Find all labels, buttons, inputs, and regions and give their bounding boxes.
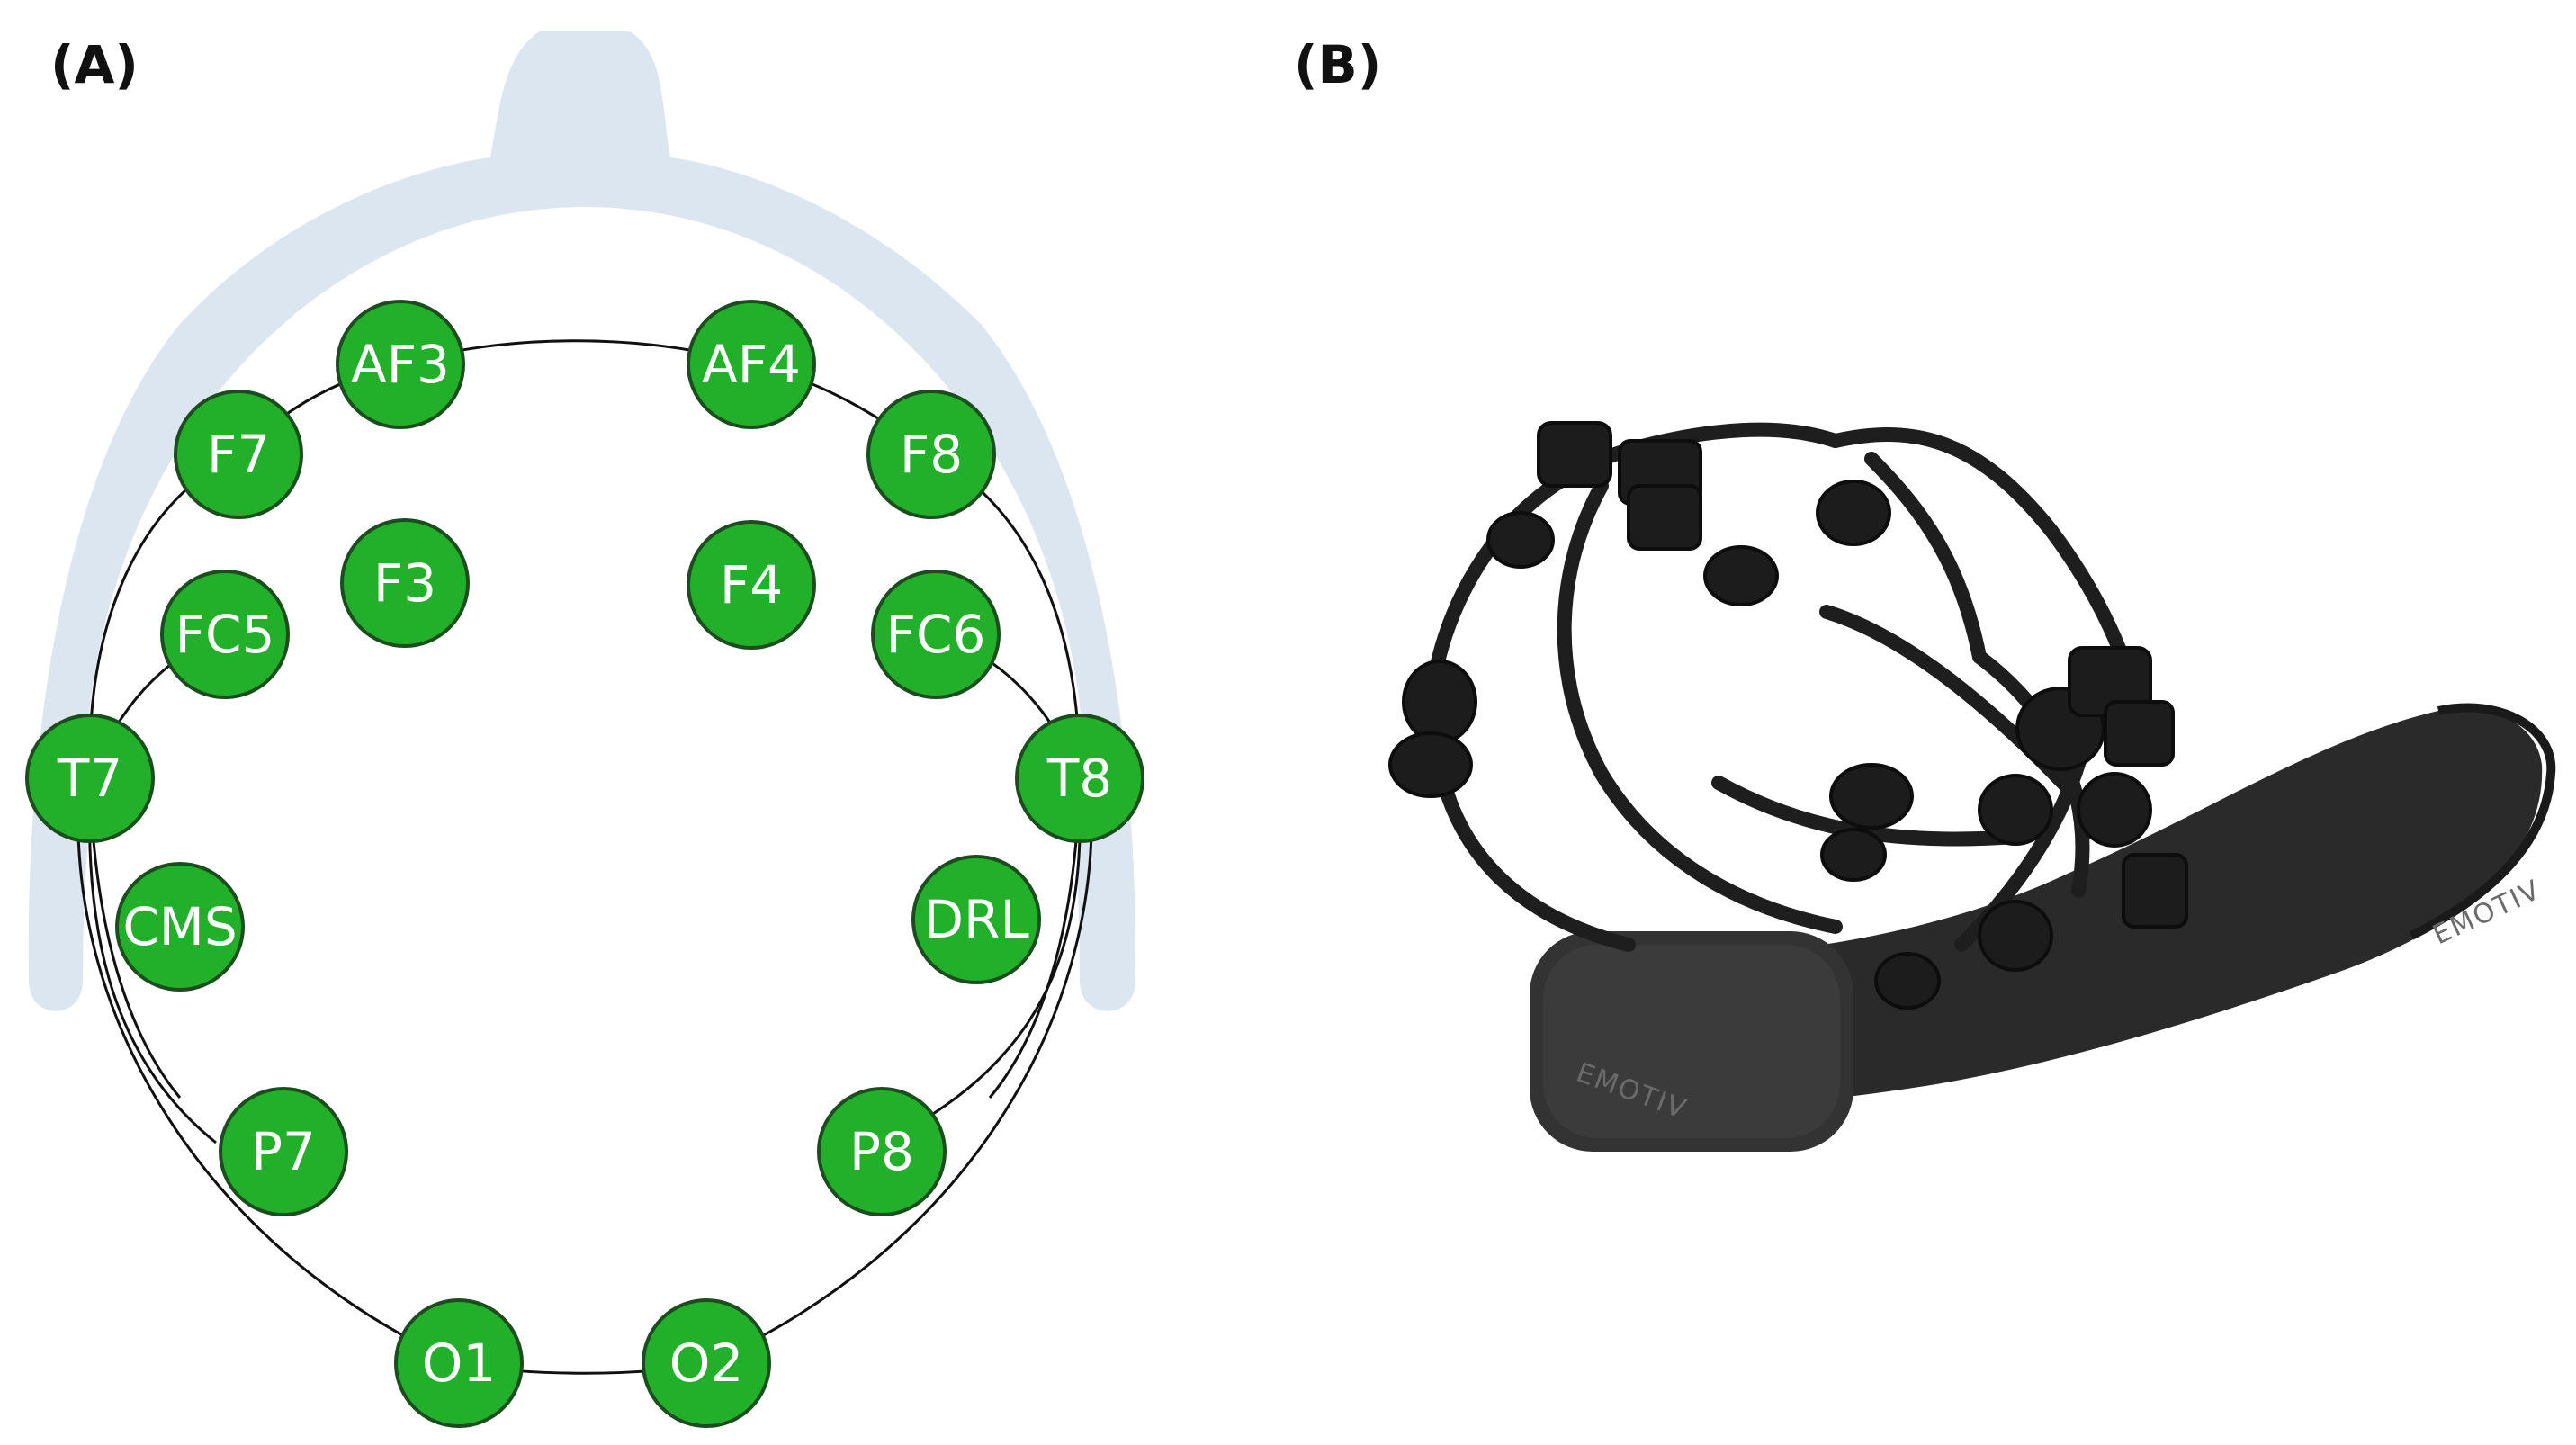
electrode-circle (817, 1087, 947, 1216)
head-silhouette (28, 31, 1136, 1011)
electrode-circle (340, 518, 470, 648)
electrode-drl: DRL (911, 855, 1041, 984)
electrode-circle (866, 390, 996, 519)
electrode-f8: F8 (866, 390, 996, 519)
electrode-label: P7 (251, 1121, 316, 1182)
sensor-pods (1388, 421, 2188, 1010)
headset-illustration: EMOTIV EMOTIV (1388, 421, 2556, 1152)
electrode-f4: F4 (687, 520, 816, 650)
panel-b-label: (B) (1294, 34, 1382, 95)
electrode-label: AF3 (351, 334, 450, 395)
electrode-label: P8 (849, 1121, 914, 1182)
electrode-label: FC6 (886, 604, 986, 665)
electrode-label: F7 (207, 424, 270, 485)
electrode-f3: F3 (340, 518, 470, 648)
electrode-circle (160, 570, 290, 699)
electrode-label: CMS (122, 896, 237, 957)
electrode-circle (25, 714, 155, 843)
head-inner (85, 207, 1084, 1359)
electrode-label: T8 (1046, 748, 1112, 809)
electrode-p7: P7 (219, 1087, 348, 1216)
sensor-arms (1423, 422, 2149, 952)
electrode-label: DRL (923, 889, 1028, 950)
electrode-fc6: FC6 (871, 570, 1001, 699)
electrode-t7: T7 (25, 714, 155, 843)
electrode-label: F4 (720, 554, 783, 615)
electrode-label: O1 (422, 1333, 497, 1394)
electrode-circle (1015, 714, 1144, 843)
electrode-circle (687, 520, 816, 650)
electrode-label: T7 (57, 748, 122, 809)
electrode-circle (219, 1087, 348, 1216)
electrode-circle (174, 390, 303, 519)
electrode-t8: T8 (1015, 714, 1144, 843)
electrode-circle (911, 855, 1041, 984)
panel-a-label: (A) (50, 34, 139, 95)
electrode-label: FC5 (175, 604, 275, 665)
electrode-p8: P8 (817, 1087, 947, 1216)
electrode-cms: CMS (115, 862, 245, 992)
electrode-circle (871, 570, 1001, 699)
electrode-fc5: FC5 (160, 570, 290, 699)
headset: EMOTIV EMOTIV (1388, 421, 2556, 1152)
electrode-label: F3 (373, 552, 436, 614)
electrode-circle (642, 1298, 771, 1428)
electrode-circle (336, 300, 465, 429)
electrode-circle (394, 1298, 524, 1428)
electrode-o2: O2 (642, 1298, 771, 1428)
electrode-o1: O1 (394, 1298, 524, 1428)
electrode-label: O2 (669, 1333, 744, 1394)
electrode-af3: AF3 (336, 300, 465, 429)
electrode-f7: F7 (174, 390, 303, 519)
electrode-circle (115, 862, 245, 992)
electrode-circle (687, 300, 816, 429)
electrode-label: AF4 (702, 334, 801, 395)
electrode-label: F8 (900, 424, 963, 485)
electrode-af4: AF4 (687, 300, 816, 429)
